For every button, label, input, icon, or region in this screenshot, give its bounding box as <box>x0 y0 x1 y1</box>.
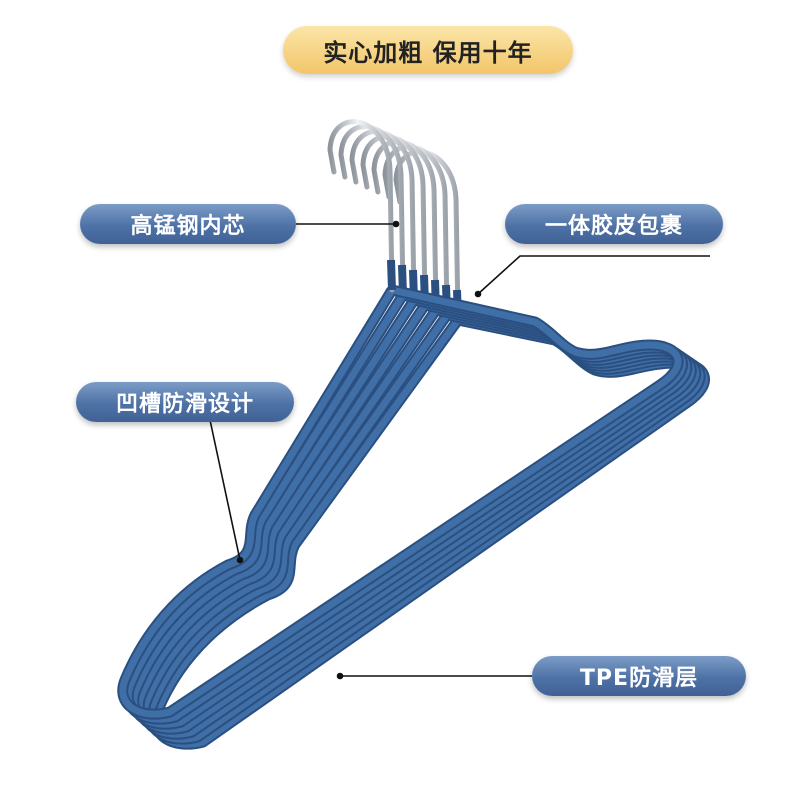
hanger-body <box>119 286 682 718</box>
callout-groove-text: 凹槽防滑设计 <box>115 392 254 417</box>
leader-dot-tpe <box>336 672 344 680</box>
leader-line-groove <box>209 419 241 561</box>
rubber-sleeve <box>387 259 396 291</box>
leader-dot-core <box>392 220 400 228</box>
callout-groove-label: 凹槽防滑设计 <box>76 382 294 422</box>
headline-text: 实心加粗 保用十年 <box>323 38 533 67</box>
steel-hook <box>327 119 395 293</box>
callout-lines <box>209 220 710 680</box>
callout-core-text: 高锰钢内芯 <box>130 214 246 239</box>
hanger-group <box>117 119 710 750</box>
callout-core-label: 高锰钢内芯 <box>80 204 296 244</box>
callout-wrap-text: 一体胶皮包裹 <box>544 214 683 239</box>
headline-banner: 实心加粗 保用十年 <box>283 26 573 74</box>
leader-dot-wrap <box>474 290 482 298</box>
leader-line-wrap <box>477 255 710 295</box>
callout-wrap-label: 一体胶皮包裹 <box>505 204 723 244</box>
leader-dot-groove <box>236 556 244 564</box>
callout-tpe-text: TPE防滑层 <box>579 666 699 691</box>
callout-tpe-label: TPE防滑层 <box>532 656 746 696</box>
